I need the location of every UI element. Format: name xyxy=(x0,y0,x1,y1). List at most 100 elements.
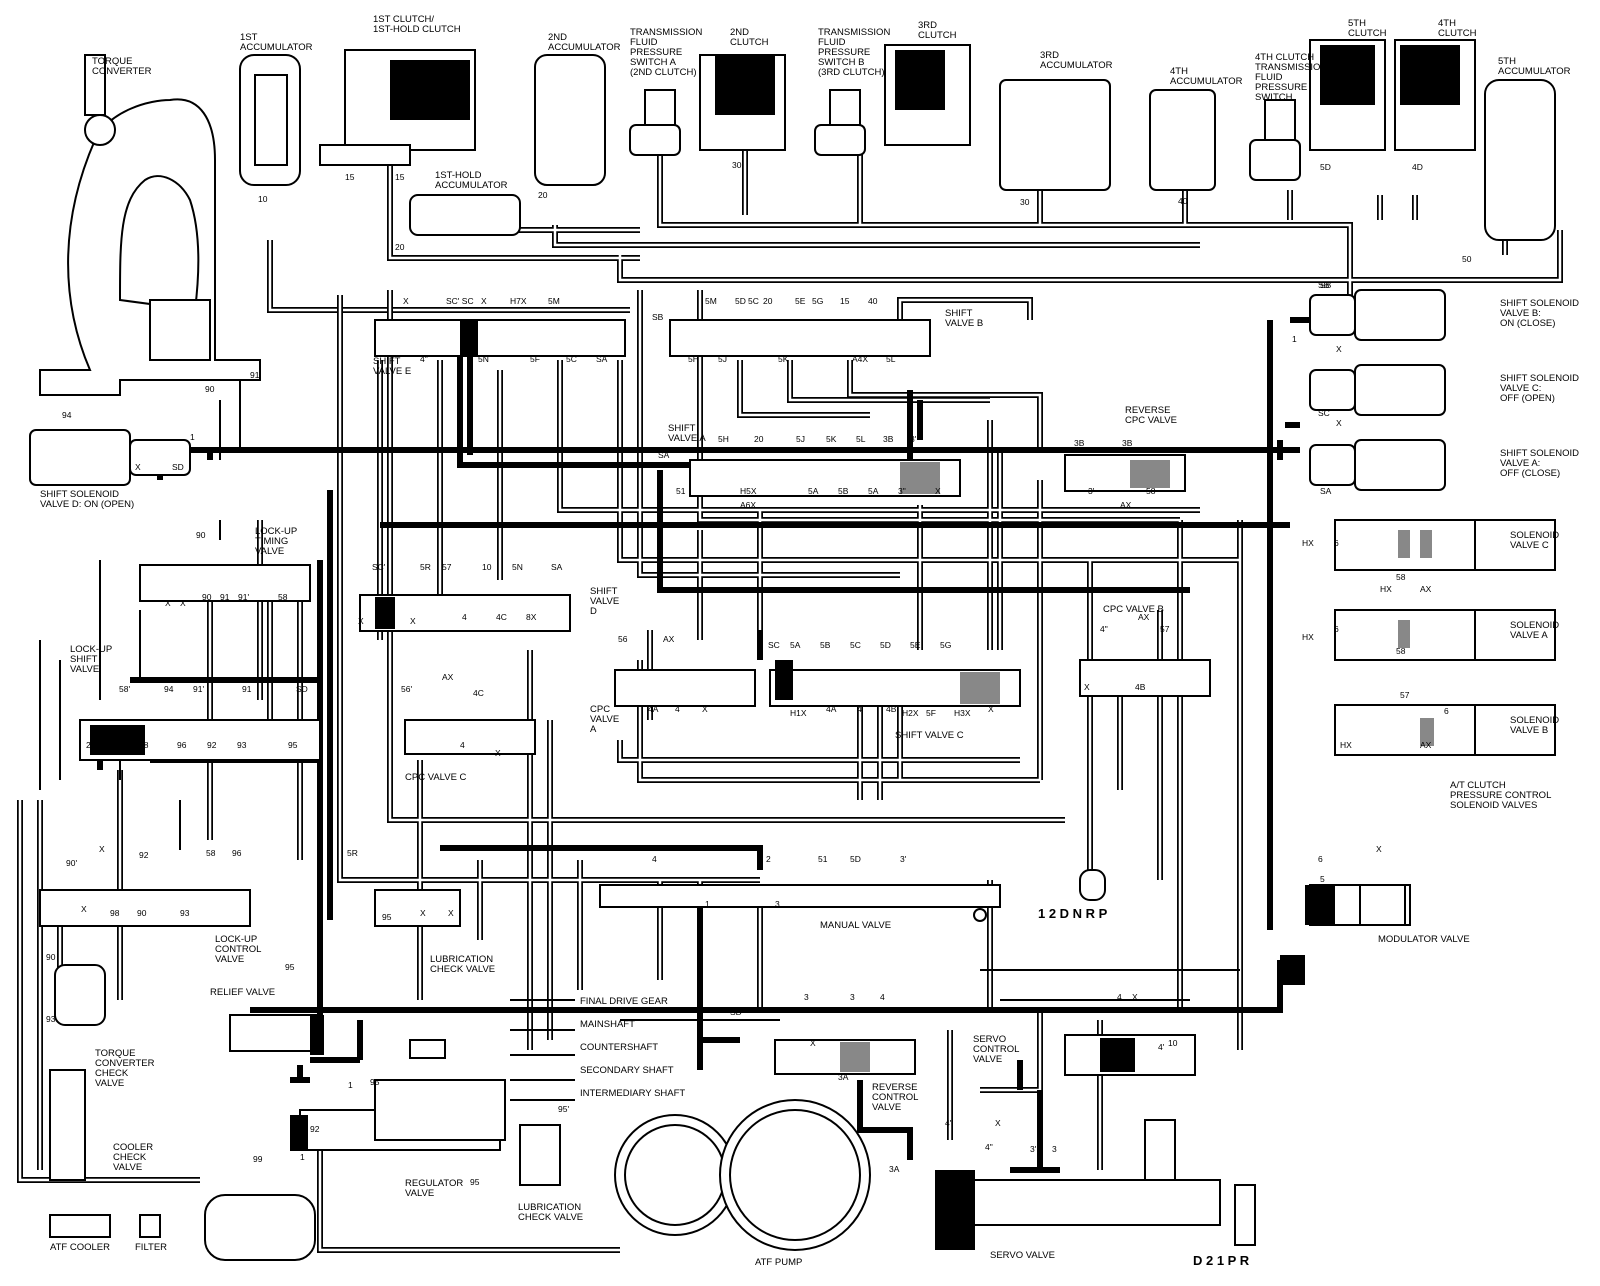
port-label: 95 xyxy=(382,912,392,922)
port-label: 96 xyxy=(177,740,187,750)
port-label: A4X xyxy=(852,354,868,364)
port-label: 3B xyxy=(1074,438,1085,448)
port-label: 95 xyxy=(470,1177,480,1187)
port-label: 5 xyxy=(1320,874,1325,884)
port-label: 91' xyxy=(238,592,249,602)
circuit-lines xyxy=(17,140,1563,1253)
port-label: 5D xyxy=(1320,162,1331,172)
port-label: SA xyxy=(1320,486,1332,496)
port-label: AX xyxy=(1120,500,1132,510)
port-label: HX xyxy=(1380,584,1392,594)
port-label: 96 xyxy=(232,848,242,858)
pressure-switch-a xyxy=(629,89,681,156)
port-label: 5L xyxy=(886,354,896,364)
port-label: 1 xyxy=(190,432,195,442)
port-label: 20 xyxy=(754,434,764,444)
accumulator-1st-hold xyxy=(409,194,521,236)
accumulator-5th xyxy=(1484,79,1556,241)
port-label: 6 xyxy=(1318,854,1323,864)
port-label: SC' SC xyxy=(446,296,474,306)
port-label: 3' xyxy=(1088,486,1095,496)
port-label: 3 xyxy=(1052,1144,1057,1154)
port-label: X xyxy=(99,844,105,854)
port-label: 4 xyxy=(857,704,862,714)
port-label: SB xyxy=(1320,280,1332,290)
port-label: 58 xyxy=(139,740,149,750)
port-label: 51 xyxy=(676,486,686,496)
port-label: 10 xyxy=(1168,1038,1178,1048)
port-label: 3' xyxy=(1030,1144,1037,1154)
port-label: 57 xyxy=(1400,690,1410,700)
port-label: 5E xyxy=(795,296,806,306)
port-label: X xyxy=(702,704,708,714)
port-label: 3A xyxy=(889,1164,900,1174)
port-label: X xyxy=(448,908,454,918)
port-label: H5X xyxy=(740,486,757,496)
port-label: 4 xyxy=(1117,992,1122,1002)
port-label: 57 xyxy=(442,562,452,572)
port-label: 4B xyxy=(1135,682,1146,692)
port-label: 3B xyxy=(1122,438,1133,448)
port-label: 1 xyxy=(300,1152,305,1162)
port-label: SA xyxy=(658,450,670,460)
port-label: 10 xyxy=(482,562,492,572)
shaft-legend: FINAL DRIVE GEARMAINSHAFTCOUNTERSHAFTSEC… xyxy=(580,996,685,1099)
port-label: 98 xyxy=(110,908,120,918)
port-label: 4D xyxy=(1412,162,1423,172)
label-relief-valve: RELIEF VALVE xyxy=(210,987,275,998)
legend-countershaft: COUNTERSHAFT xyxy=(580,1042,658,1053)
port-label: 40 xyxy=(1178,196,1188,206)
selector-positions: 1 2 D N R P xyxy=(1038,906,1108,921)
port-label: 5L xyxy=(856,434,866,444)
port-label: 2 xyxy=(86,740,91,750)
manual-valve-selector xyxy=(973,869,1106,922)
regulator-and-pump xyxy=(49,964,871,1261)
port-label: X xyxy=(420,908,426,918)
selector-labels: 1 2 D N R P D 2 1 P R xyxy=(1038,906,1250,1268)
modulator-valve xyxy=(1280,884,1406,985)
port-label: 5J xyxy=(796,434,805,444)
port-label: SA xyxy=(596,354,608,364)
port-label: AX xyxy=(1420,740,1432,750)
label-atf-pump: ATF PUMP xyxy=(755,1257,802,1268)
accumulator-3rd xyxy=(999,79,1111,191)
port-label: 5F xyxy=(926,708,936,718)
port-label: X xyxy=(180,598,186,608)
legend-secondary-shaft: SECONDARY SHAFT xyxy=(580,1065,674,1076)
port-label: 3 xyxy=(775,899,780,909)
port-label: HX xyxy=(1302,538,1314,548)
legend-final-drive-gear: FINAL DRIVE GEAR xyxy=(580,996,668,1007)
port-label: X xyxy=(403,296,409,306)
port-label: 1 xyxy=(348,1080,353,1090)
port-label: HX xyxy=(1340,740,1352,750)
port-label: SC xyxy=(768,640,780,650)
clutch-1st xyxy=(319,49,476,166)
port-label: X xyxy=(358,616,364,626)
port-label: 3 xyxy=(804,992,809,1002)
port-label: 91 xyxy=(242,684,252,694)
port-label: X xyxy=(410,616,416,626)
label-cpc-valve-b: CPC VALVE B xyxy=(1103,604,1164,615)
port-label: 3A xyxy=(838,1072,849,1082)
port-label: 15 xyxy=(395,172,405,182)
port-label: 90 xyxy=(205,384,215,394)
port-label: X xyxy=(935,486,941,496)
port-label: 5A xyxy=(808,486,819,496)
label-manual-valve: MANUAL VALVE xyxy=(820,920,891,931)
port-label: AX xyxy=(1420,584,1432,594)
